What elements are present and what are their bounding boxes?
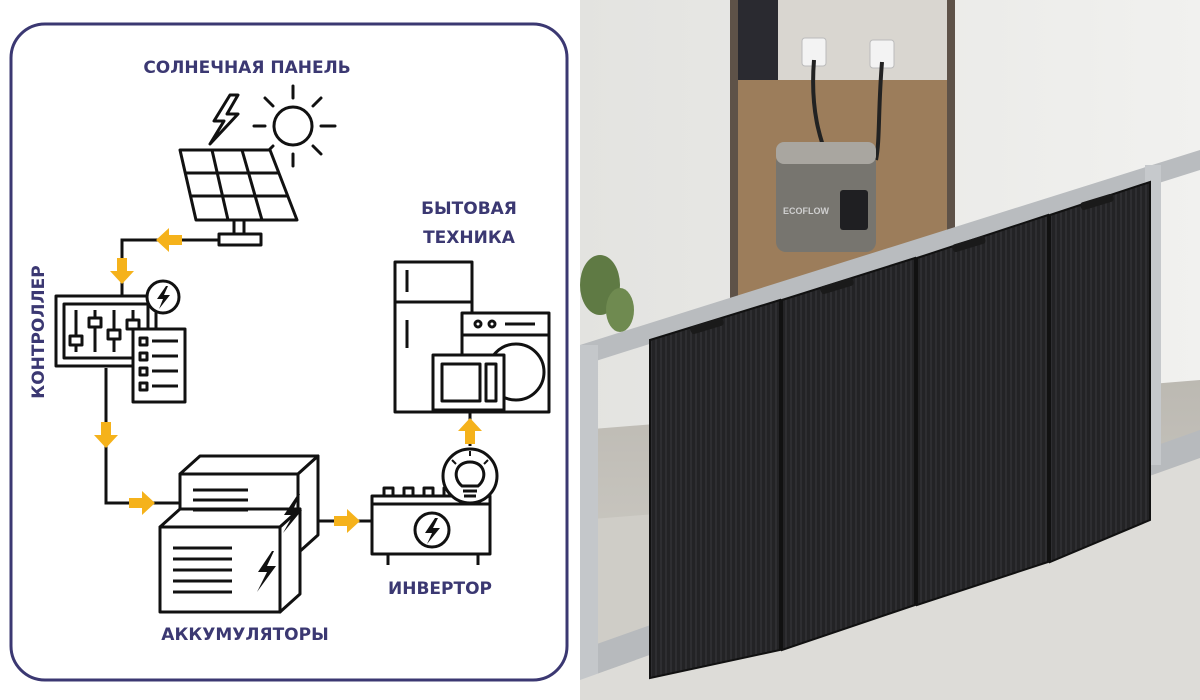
batteries-icon: [158, 454, 320, 614]
power-station-brand: ECOFLOW: [783, 206, 829, 216]
appliances-label-line1: БЫТОВАЯ: [421, 199, 517, 219]
arrow-up: [458, 418, 482, 444]
photo-canvas: ECOFLOW: [580, 0, 1200, 700]
appliances-icon: [393, 260, 551, 414]
inverter-bolt-icon: [425, 518, 440, 544]
bolt-icon: [157, 286, 170, 309]
lightning-icon: [208, 93, 240, 146]
controller-label: КОНТРОЛЛЕР: [29, 265, 49, 398]
solar-panel-icon: [178, 148, 299, 247]
appliances-label-line2: ТЕХНИКА: [423, 228, 516, 248]
arrow-down: [110, 258, 134, 284]
battery-vents: [173, 488, 248, 594]
diagram-canvas: СОЛНЕЧНАЯ ПАНЕЛЬ БЫТОВАЯ ТЕХНИКА КОНТРОЛ…: [9, 22, 569, 682]
solar-system-diagram: СОЛНЕЧНАЯ ПАНЕЛЬ БЫТОВАЯ ТЕХНИКА КОНТРОЛ…: [0, 0, 580, 700]
plant: [580, 255, 634, 332]
door-frame-left: [730, 0, 738, 300]
arrow-right: [334, 509, 360, 533]
power-station-icon: ECOFLOW: [776, 142, 876, 252]
arrow-right: [129, 491, 155, 515]
controller-icon: [54, 279, 187, 404]
battery-bolt-icon: [283, 494, 302, 533]
battery-bolt-icon: [257, 551, 276, 592]
balcony-photo: ECOFLOW: [580, 0, 1200, 700]
balcony-solar-panels: [649, 180, 1151, 680]
door-frame-right: [947, 0, 955, 300]
arrow-left: [156, 228, 182, 252]
panel-mount-clips: [690, 193, 1114, 335]
diagram-frame: [9, 22, 569, 682]
arrow-down: [94, 422, 118, 448]
light-bulb-icon: [441, 447, 499, 505]
sun-icon: [252, 84, 337, 168]
solar-panel-label: СОЛНЕЧНАЯ ПАНЕЛЬ: [143, 58, 350, 78]
batteries-label: АККУМУЛЯТОРЫ: [161, 625, 328, 645]
inverter-label: ИНВЕРТОР: [388, 579, 492, 599]
